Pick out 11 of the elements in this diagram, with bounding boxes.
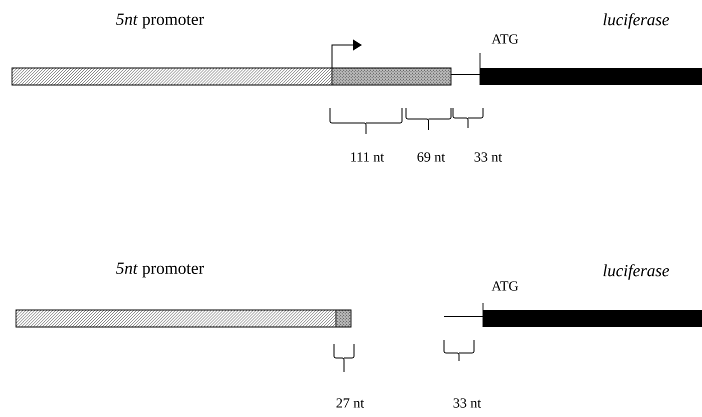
length-label: 27 nt	[336, 398, 364, 408]
gene-label: 5nt promoter	[116, 14, 204, 28]
length-label: 69 nt	[417, 152, 446, 162]
length-label: 33 nt	[454, 398, 482, 408]
codon-label: ATG	[492, 281, 518, 291]
gene-label: luciferase	[604, 264, 670, 280]
gene-label: 5nt promoter	[116, 262, 204, 278]
gene-label: luciferase	[604, 13, 670, 29]
length-label: 33 nt	[474, 152, 502, 162]
codon-label: ATG	[492, 34, 518, 44]
length-label: 111 nt	[351, 152, 384, 162]
